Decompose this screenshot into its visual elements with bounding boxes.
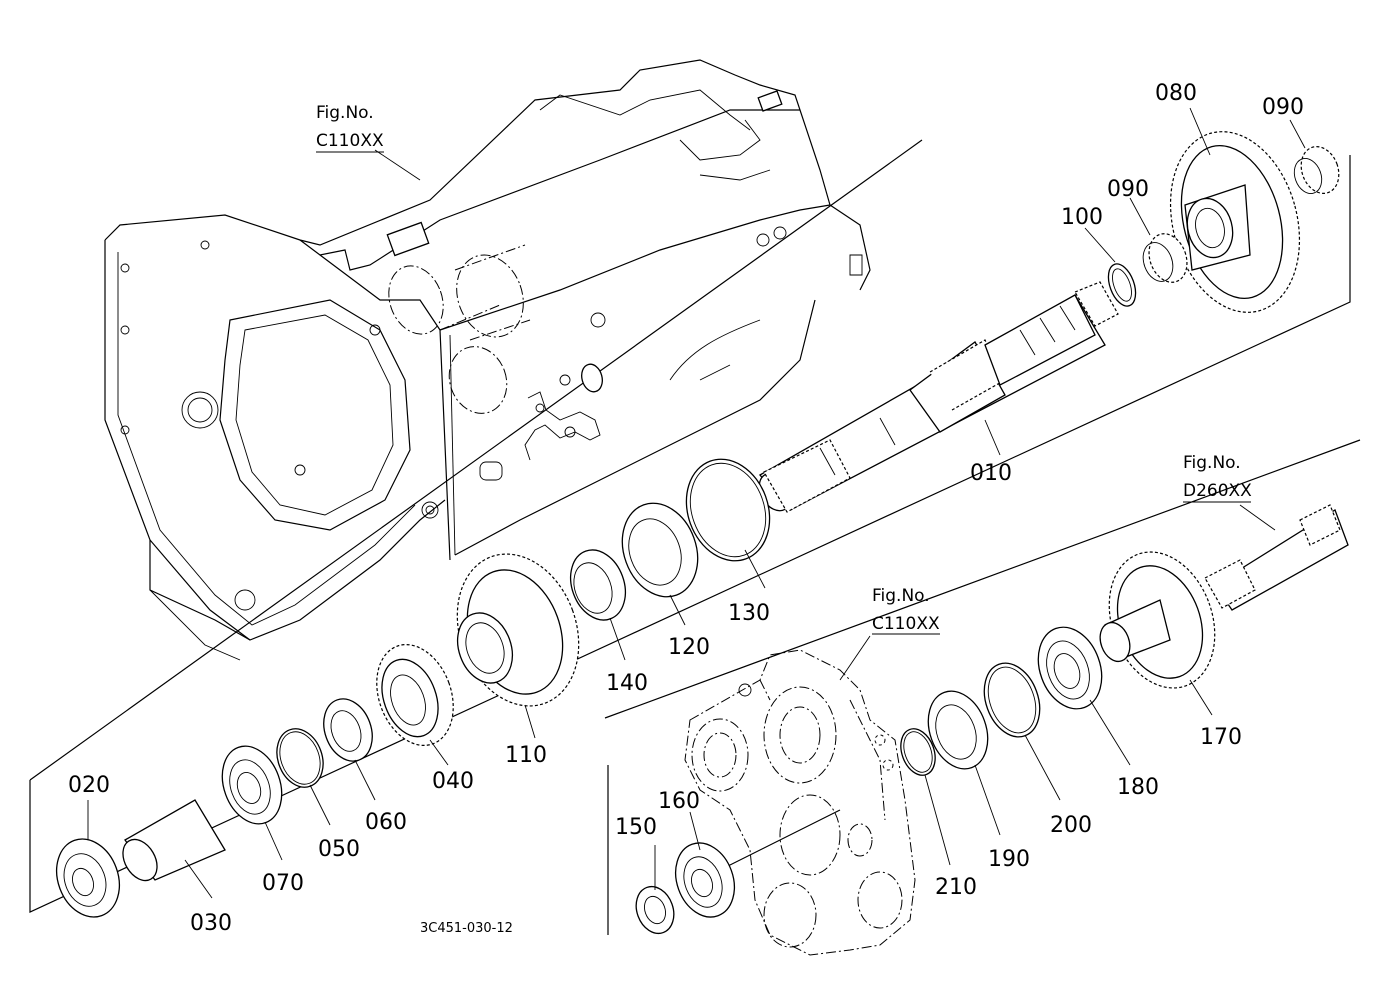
part-label-040: 040 xyxy=(432,769,474,794)
part-label-030: 030 xyxy=(190,911,232,936)
fig-ref-number: D260XX xyxy=(1183,481,1252,501)
fig-ref-title: Fig.No. xyxy=(316,103,374,123)
main-shaft-rings xyxy=(56,458,771,918)
lower-shaft-parts xyxy=(635,504,1349,935)
part-label-150: 150 xyxy=(615,815,657,840)
figure-reference-c110xx-upper: Fig.No. C110XX xyxy=(316,103,384,151)
main-shaft xyxy=(758,281,1119,513)
part-label-090: 090 xyxy=(1107,177,1149,202)
figure-reference-d260xx: Fig.No. D260XX xyxy=(1183,453,1252,501)
part-label-190: 190 xyxy=(988,847,1030,872)
part-label-130: 130 xyxy=(728,601,770,626)
fig-ref-number: C110XX xyxy=(316,131,384,151)
part-label-010: 010 xyxy=(970,461,1012,486)
transmission-case-drawing xyxy=(104,59,871,661)
part-label-110: 110 xyxy=(505,743,547,768)
part-label-050: 050 xyxy=(318,837,360,862)
leader-lines xyxy=(87,107,1306,899)
part-label-120: 120 xyxy=(668,635,710,660)
part-label-210: 210 xyxy=(935,875,977,900)
gear-assembly-080 xyxy=(1107,131,1340,313)
part-label-200: 200 xyxy=(1050,813,1092,838)
part-label-020: 020 xyxy=(68,773,110,798)
part-label-060: 060 xyxy=(365,810,407,835)
part-label-180: 180 xyxy=(1117,775,1159,800)
part-label-170: 170 xyxy=(1200,725,1242,750)
part-label-100: 100 xyxy=(1061,205,1103,230)
diagram-code: 3C451-030-12 xyxy=(420,921,513,936)
part-label-140: 140 xyxy=(606,671,648,696)
figure-reference-c110xx-lower: Fig.No. C110XX xyxy=(872,586,940,634)
part-label-090: 090 xyxy=(1262,95,1304,120)
section-frames xyxy=(29,139,1361,935)
fig-ref-title: Fig.No. xyxy=(1183,453,1241,473)
part-label-080: 080 xyxy=(1155,81,1197,106)
lower-housing-drawing xyxy=(684,649,916,956)
fig-ref-title: Fig.No. xyxy=(872,586,930,606)
part-label-070: 070 xyxy=(262,871,304,896)
fig-ref-number: C110XX xyxy=(872,614,940,634)
part-label-160: 160 xyxy=(658,789,700,814)
part-labels: 010 020 030 040 050 060 070 080 090 090 … xyxy=(68,81,1304,936)
